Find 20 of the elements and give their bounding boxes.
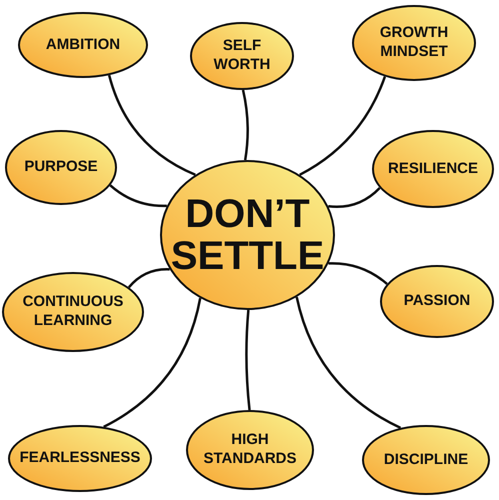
connector-line: [103, 298, 202, 428]
connector-line: [245, 310, 251, 410]
topic-text: DISCIPLINE: [384, 450, 468, 470]
connector-line: [328, 187, 381, 208]
topic-text: HIGH STANDARDS: [202, 431, 298, 469]
central-topic-text: DON’T SETTLE: [170, 193, 326, 277]
topic-text: SELF WORTH: [212, 37, 272, 75]
connector-line: [109, 184, 167, 208]
topic-text: FEARLESSNESS: [20, 449, 140, 468]
topic-text: RESILIENCE: [388, 160, 478, 178]
connector-line: [295, 296, 402, 429]
connector-line: [328, 262, 388, 285]
connector-line: [242, 90, 249, 160]
topic-text: PURPOSE: [24, 158, 98, 177]
topic-text: GROWTH MINDSET: [378, 24, 450, 62]
connector-line: [299, 76, 386, 176]
topic-text: PASSION: [404, 292, 470, 311]
topic-text: AMBITION: [46, 36, 120, 54]
connector-line: [128, 268, 170, 288]
topic-text: CONTINUOUS LEARNING: [22, 293, 124, 331]
